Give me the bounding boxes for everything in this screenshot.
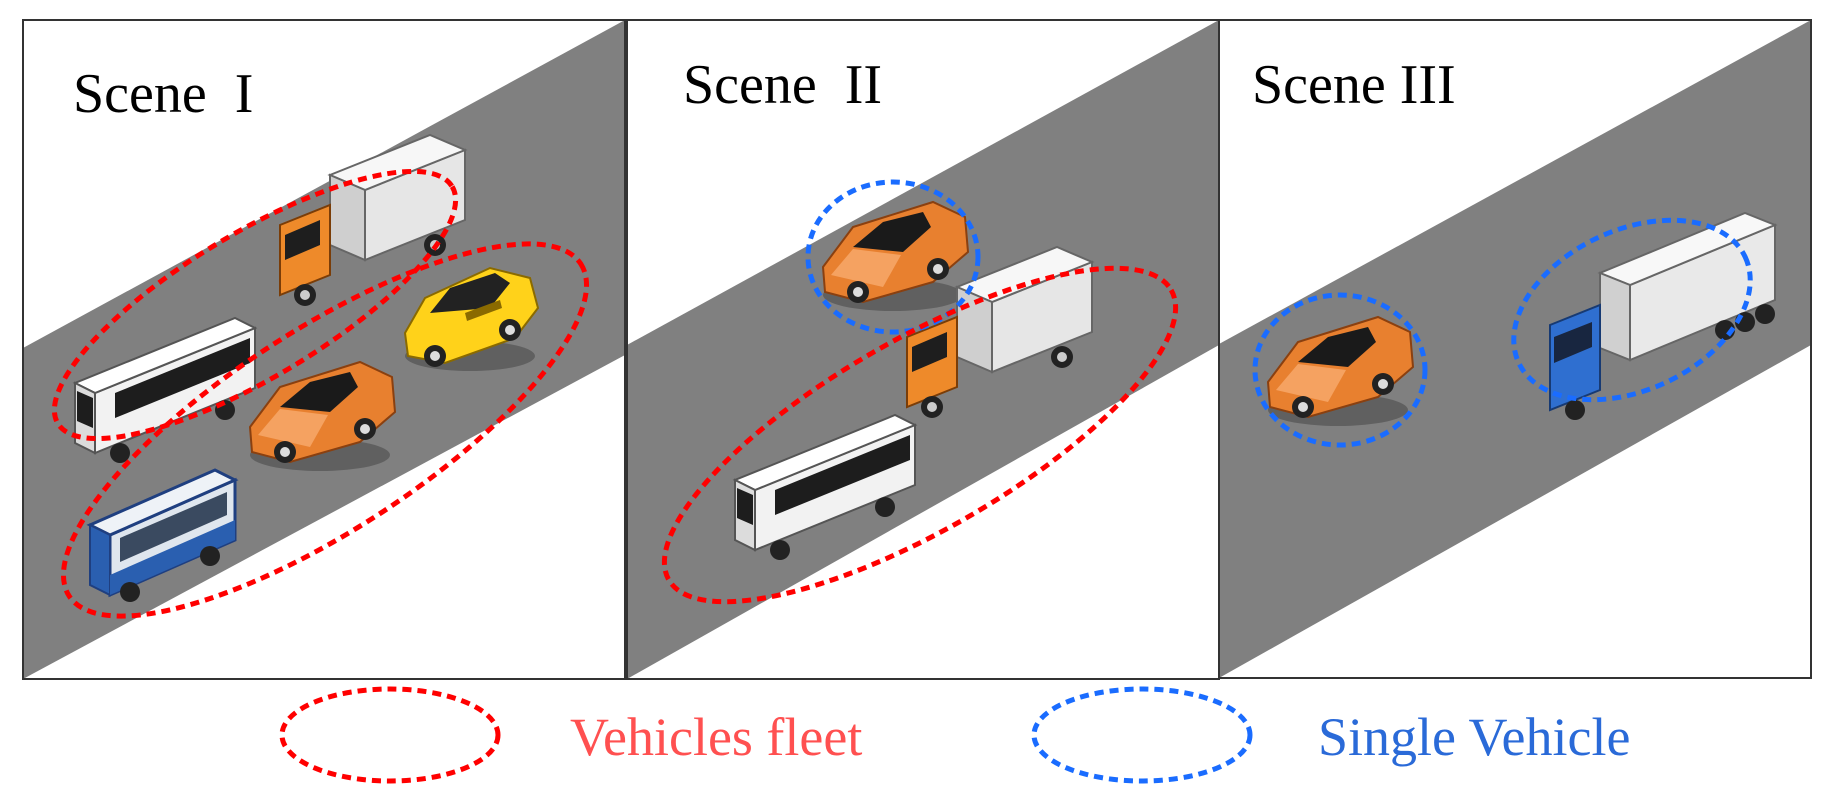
scene-3-title: Scene III	[1252, 54, 1456, 116]
single-vehicle-ellipse	[805, 179, 981, 335]
legend: Vehicles fleet Single Vehicle	[279, 686, 1630, 784]
fleet-group-ellipse	[60, 241, 590, 619]
single-vehicle-ellipse	[1511, 217, 1753, 403]
scene-1-border	[22, 19, 626, 680]
legend-single-label: Single Vehicle	[1318, 707, 1630, 767]
scene-2-panel: Scene II	[626, 19, 1220, 680]
legend-single-swatch	[1031, 686, 1253, 784]
legend-fleet-label: Vehicles fleet	[570, 707, 862, 767]
scene-1-panel: Scene I	[22, 19, 626, 680]
scene-2-title: Scene II	[683, 54, 882, 116]
scene-3-border	[1218, 19, 1812, 679]
single-vehicle-ellipse	[1252, 292, 1428, 448]
scene-3-road	[1219, 20, 1811, 678]
legend-fleet-swatch	[279, 686, 501, 784]
fleet-group-ellipse	[51, 168, 459, 442]
fleet-group-ellipse	[661, 265, 1179, 605]
scene-3-panel: Scene III	[1218, 19, 1812, 679]
scene-1-title: Scene I	[73, 63, 253, 125]
